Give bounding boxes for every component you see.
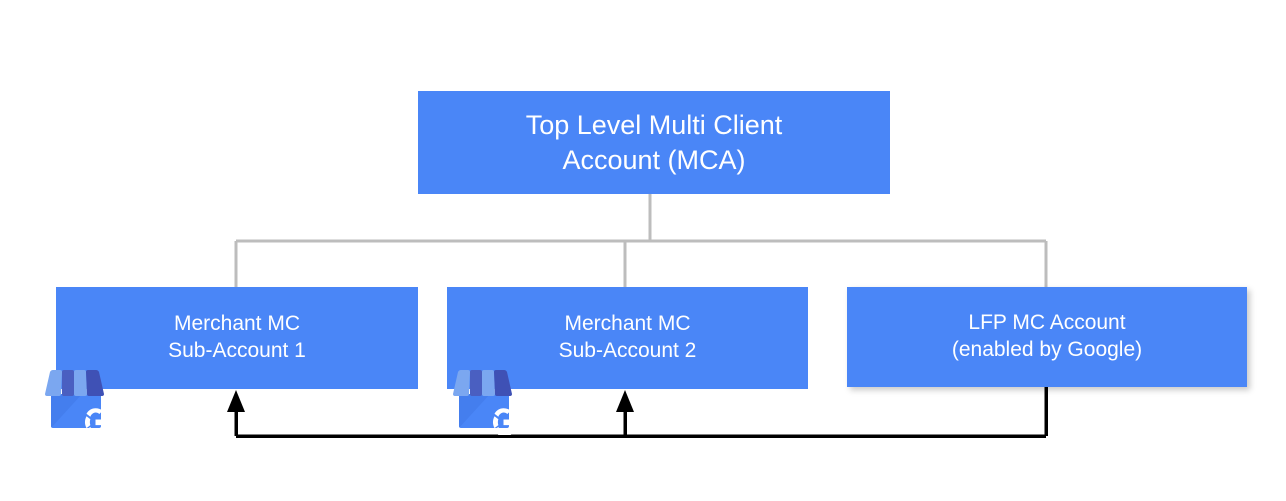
arrowhead-to-sub-account-1 [227, 390, 245, 412]
google-my-business-storefront-icon [453, 370, 518, 435]
arrowhead-to-sub-account-2 [616, 390, 634, 412]
node-merchant-mc-sub-account-2[interactable]: Merchant MC Sub-Account 2 [447, 287, 808, 389]
storefront-awning [453, 370, 512, 396]
node-lfp-mc-account[interactable]: LFP MC Account (enabled by Google) [847, 287, 1247, 387]
node-merchant-mc-sub-account-1[interactable]: Merchant MC Sub-Account 1 [56, 287, 418, 389]
node-top-level-mca[interactable]: Top Level Multi Client Account (MCA) [418, 91, 890, 194]
google-my-business-storefront-icon [45, 370, 110, 435]
storefront-awning [45, 370, 104, 396]
